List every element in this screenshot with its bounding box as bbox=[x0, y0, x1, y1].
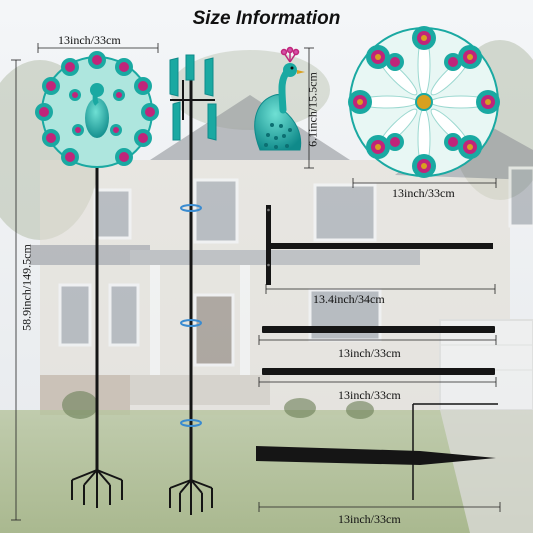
peacock-height-label: 6.1inch/15.5cm bbox=[305, 72, 320, 147]
driveway bbox=[440, 410, 533, 533]
total-height-label: 58.9inch/149.5cm bbox=[19, 244, 34, 331]
wheel-width-label: 13inch/33cm bbox=[392, 186, 455, 200]
dimension-lines bbox=[11, 43, 501, 521]
peacock-figure bbox=[254, 46, 305, 151]
shrubs bbox=[62, 391, 374, 419]
stake-length-label: 13inch/33cm bbox=[338, 512, 401, 526]
lawn-background bbox=[0, 410, 533, 533]
pole-part-b bbox=[262, 368, 495, 375]
rotation-collar bbox=[180, 204, 202, 427]
pole-b-length-label: 13inch/33cm bbox=[338, 388, 401, 402]
peacock-wheel bbox=[348, 26, 500, 178]
t-pole-part bbox=[266, 205, 493, 285]
pole-a-length-label: 13inch/33cm bbox=[338, 346, 401, 360]
pole-part-a bbox=[262, 326, 495, 333]
spinner-width-label: 13inch/33cm bbox=[58, 33, 121, 47]
t-pole-length-label: 13.4inch/34cm bbox=[313, 292, 385, 306]
page-title: Size Information bbox=[192, 8, 341, 29]
assembled-windmill-pole bbox=[169, 54, 217, 515]
stake-part bbox=[256, 403, 498, 500]
crown-icon bbox=[280, 46, 300, 63]
assembled-peacock-spinner bbox=[35, 51, 159, 508]
